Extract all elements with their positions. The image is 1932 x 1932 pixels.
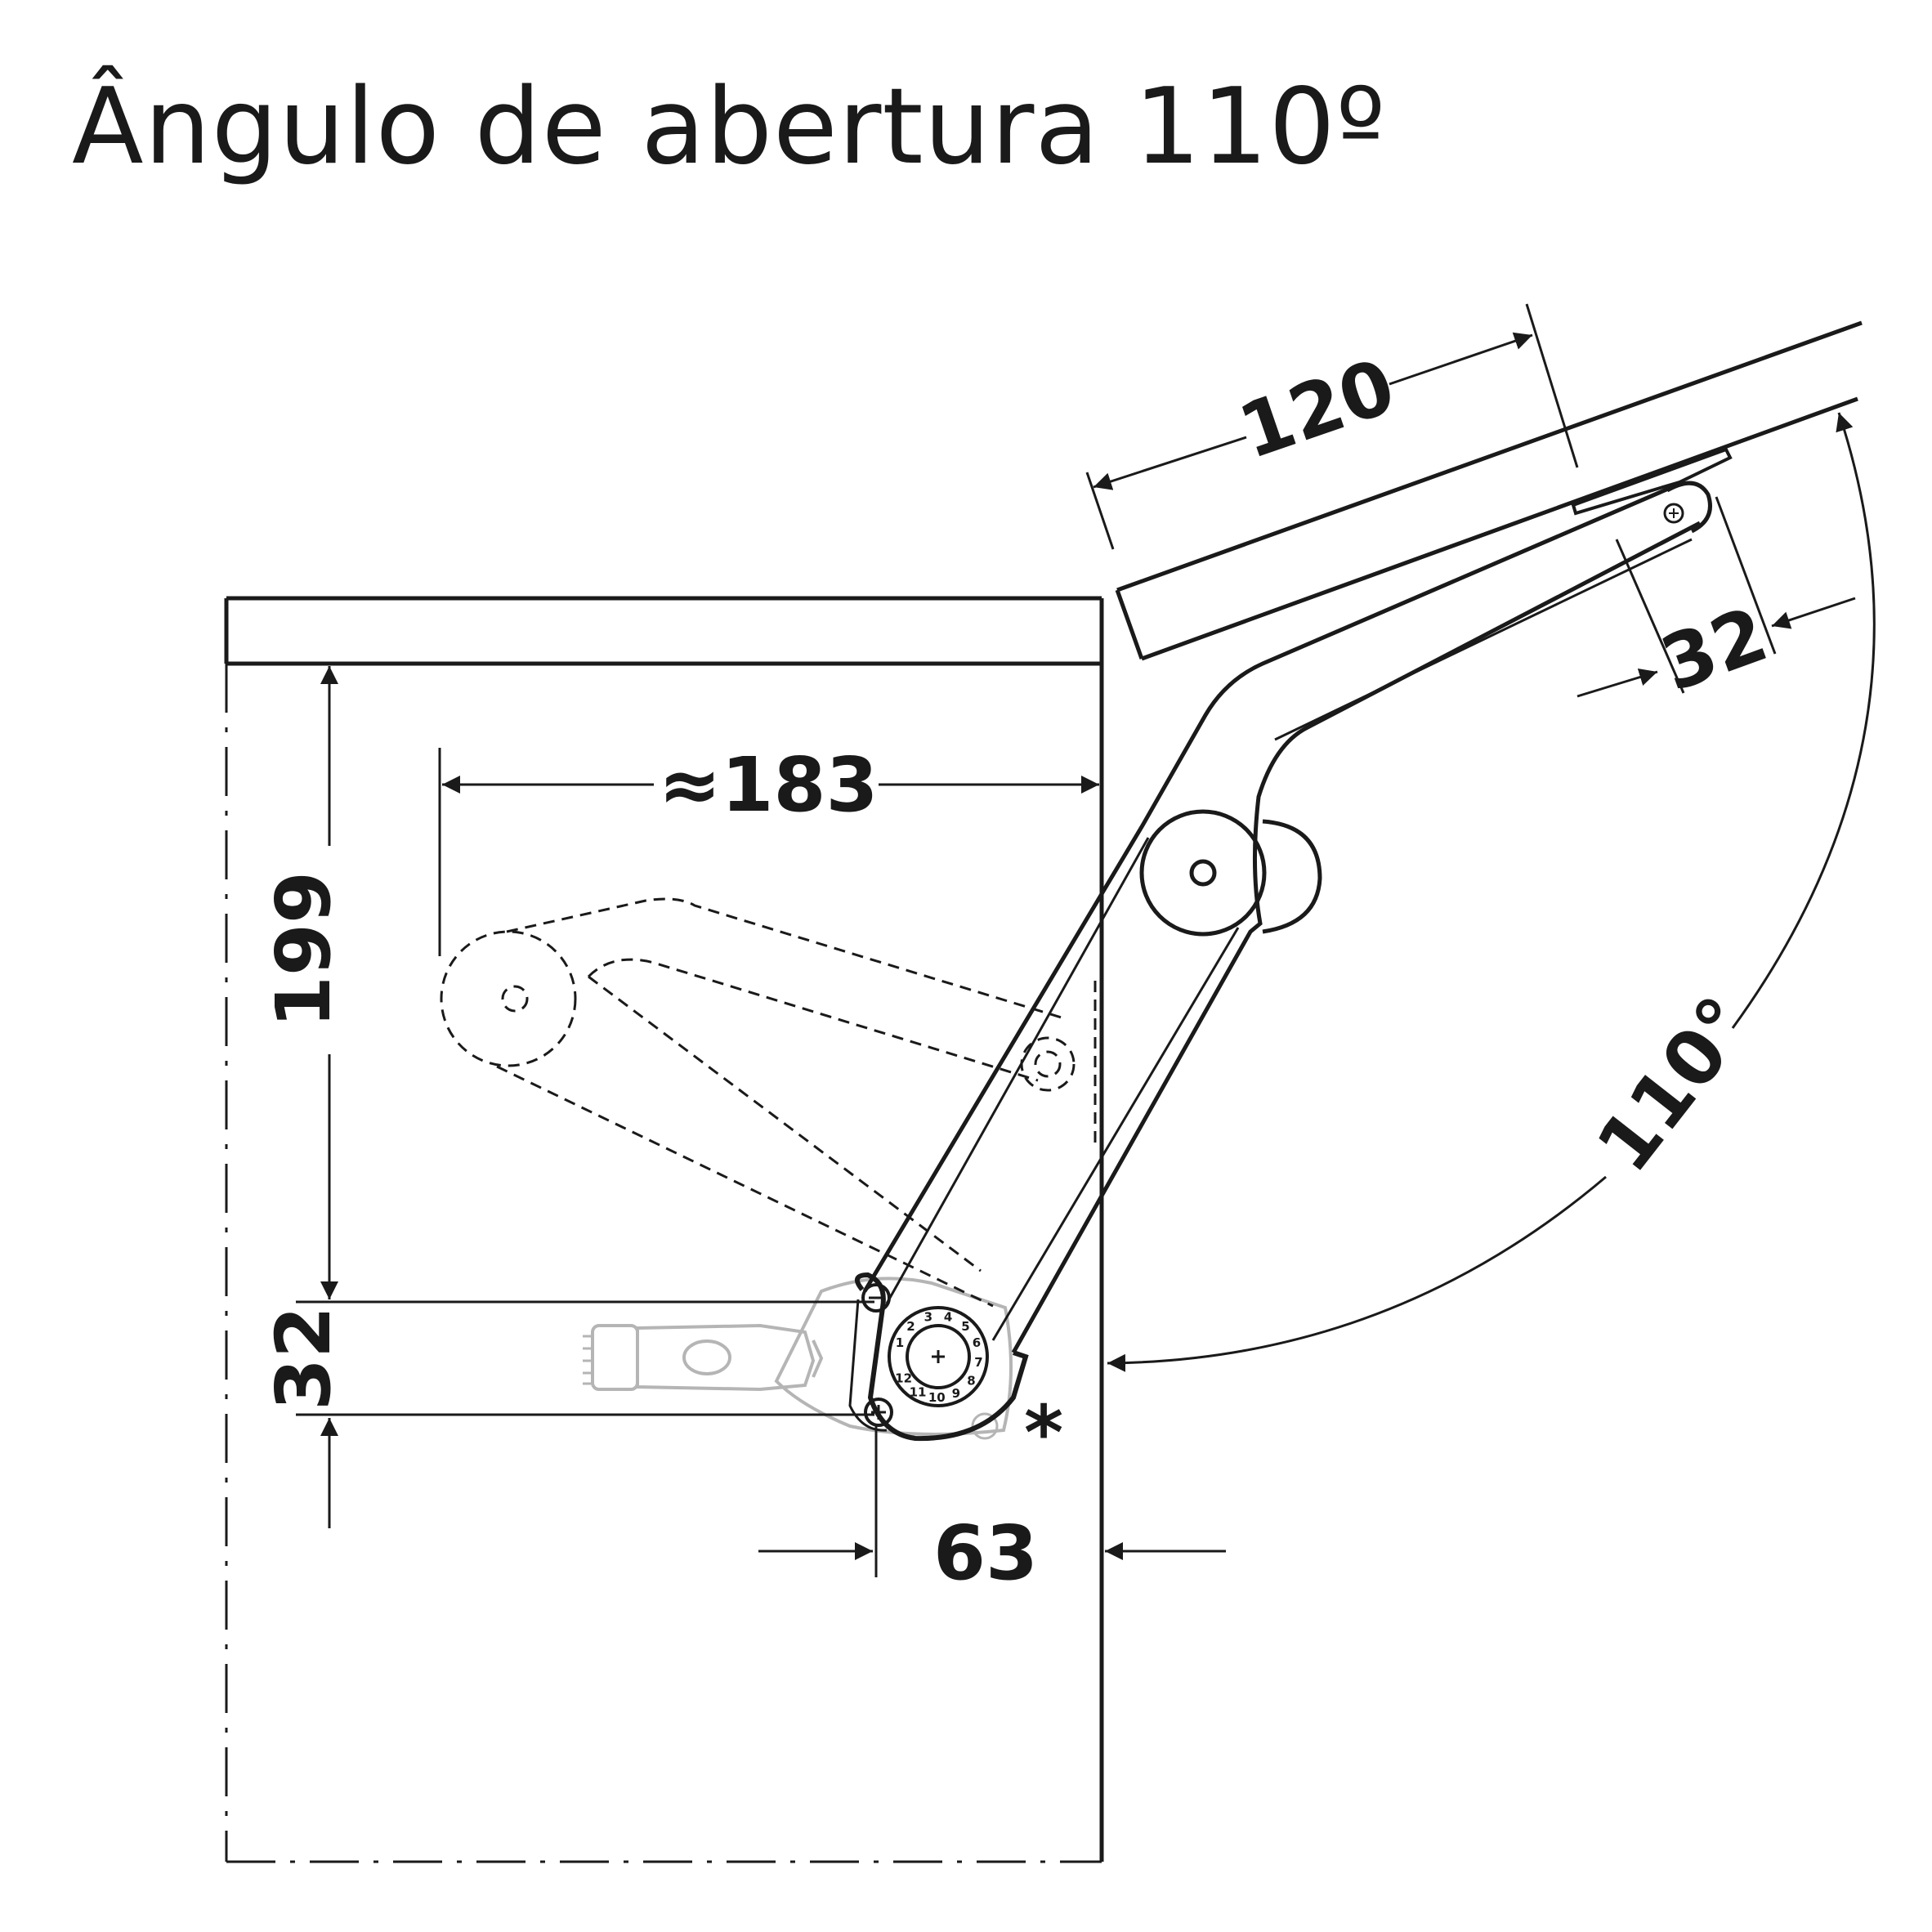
dial-number: 9 xyxy=(952,1386,960,1401)
dimension-height: 199 xyxy=(260,666,347,1299)
dial-number: 1 xyxy=(896,1335,904,1350)
main-arm-outer xyxy=(862,480,1684,1293)
dial-number: 7 xyxy=(974,1355,982,1370)
closed-lever-outer xyxy=(506,897,1065,1020)
dial-number: 2 xyxy=(906,1319,915,1334)
closed-arm-outer xyxy=(496,1065,994,1308)
main-pivot-hub xyxy=(1139,809,1267,937)
diagram-title: Ângulo de abertura 110º xyxy=(72,66,1387,188)
lid-inner-edge xyxy=(1141,396,1858,661)
angle-arc-upper xyxy=(1731,412,1876,1029)
dial-number: 6 xyxy=(973,1335,981,1350)
mount-base xyxy=(848,1272,1029,1442)
closed-lever-end-joint-inner xyxy=(1034,1050,1062,1078)
mount-pivot-ghost xyxy=(971,1412,999,1440)
angle-arc-lower xyxy=(1107,1175,1607,1372)
lid-outer-edge xyxy=(1116,320,1863,593)
dial-center-cross xyxy=(932,1350,945,1363)
dim-line-32-lid-left xyxy=(1576,668,1658,698)
dimension-label-199: 199 xyxy=(260,871,347,1028)
adjustment-screw-ghost xyxy=(636,1323,816,1392)
dial-ring xyxy=(888,1306,989,1407)
main-arm-inner xyxy=(1011,521,1702,1354)
dial-number: 11 xyxy=(910,1384,927,1399)
dimension-lid-offset: 32 xyxy=(1576,496,1856,709)
dimension-label-183: ≈183 xyxy=(658,741,878,829)
ext-line-lid-left xyxy=(1085,472,1115,550)
dim-line-120-right xyxy=(1389,332,1533,386)
closed-lever-end-joint xyxy=(1020,1036,1076,1092)
dial-number: 5 xyxy=(961,1319,969,1334)
dimension-opening-angle: 110° xyxy=(1107,412,1876,1372)
adjustment-knob-ghost xyxy=(591,1324,639,1391)
dial-number: 10 xyxy=(928,1390,946,1405)
lever-end-cap xyxy=(1666,481,1712,534)
footnote-asterisk: * xyxy=(1024,1389,1063,1477)
lid-end-edge xyxy=(1115,589,1144,660)
dim-line-32-lid-right xyxy=(1771,597,1856,629)
dimension-label-110: 110° xyxy=(1580,981,1769,1187)
mount-screw-bottom xyxy=(864,1398,893,1427)
lid-mounting-plate xyxy=(1571,447,1733,516)
cabinet xyxy=(224,596,1104,1863)
closed-hub-pin xyxy=(501,985,529,1013)
dimension-label-63: 63 xyxy=(933,1509,1038,1597)
lever-end-screw xyxy=(1663,503,1684,524)
dimension-label-32-mount: 32 xyxy=(260,1306,347,1411)
mount-screw-bottom-cross xyxy=(871,1405,886,1420)
dimension-mount-offset: 63 xyxy=(758,1426,1226,1597)
dial-number: 3 xyxy=(924,1310,932,1325)
ext-line-lid-offset-a xyxy=(1615,539,1685,694)
closed-lever-inner xyxy=(587,958,1039,1082)
lever-end-screw-cross xyxy=(1669,508,1679,518)
adjustment-screw-tip-ghost xyxy=(812,1339,824,1378)
dim-line-120-left xyxy=(1093,436,1247,490)
closed-arm-inner xyxy=(588,975,982,1272)
ext-line-lid-right xyxy=(1525,303,1579,468)
dial-number: 4 xyxy=(944,1310,952,1325)
main-pivot-hub-cover xyxy=(1262,819,1322,934)
dial-face xyxy=(906,1324,971,1389)
dimension-label-120: 120 xyxy=(1228,342,1405,476)
open-lid xyxy=(1115,320,1863,661)
dimension-mount-spacing: 32 xyxy=(260,1300,874,1528)
main-arm-edge-line xyxy=(885,538,1693,1341)
main-pivot-pin xyxy=(1189,859,1217,887)
dial-number: 8 xyxy=(967,1373,975,1388)
dimension-horizontal-travel: ≈183 xyxy=(438,741,1099,956)
dial-number: 12 xyxy=(895,1371,912,1386)
mount-base-inner xyxy=(848,1299,888,1432)
closed-position-outline xyxy=(440,897,1097,1308)
mount-screw-top xyxy=(861,1283,891,1313)
adjustment-slot-ghost xyxy=(682,1339,731,1375)
lift-arm-open xyxy=(862,480,1712,1354)
closed-hub-outer xyxy=(440,930,577,1067)
ext-line-lid-offset-b xyxy=(1715,496,1777,655)
knob-knurl-ghost xyxy=(583,1335,593,1385)
